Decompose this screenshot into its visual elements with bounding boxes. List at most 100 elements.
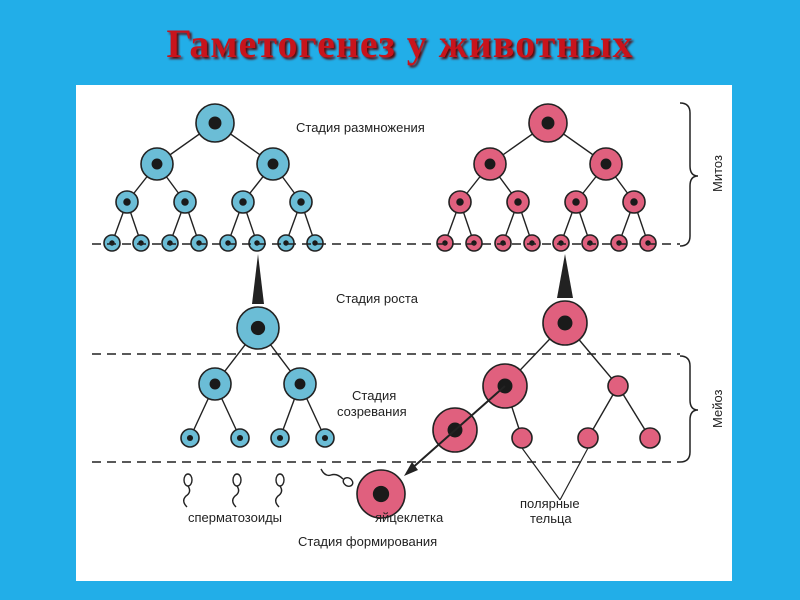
female-polar-body bbox=[607, 375, 629, 397]
spermatozoon bbox=[275, 473, 285, 508]
nucleus bbox=[630, 198, 638, 206]
nucleus bbox=[236, 434, 244, 442]
male-cell-level-3 bbox=[289, 190, 313, 214]
cell-body bbox=[607, 375, 629, 397]
nucleus bbox=[321, 434, 329, 442]
nucleus bbox=[239, 198, 247, 206]
nucleus bbox=[529, 240, 535, 246]
nucleus bbox=[558, 240, 564, 246]
male-cell-level-1 bbox=[195, 103, 235, 143]
male-cell-level-4 bbox=[132, 234, 150, 252]
nucleus bbox=[267, 158, 279, 170]
male-secondary-cell bbox=[198, 367, 232, 401]
male-cell-level-4 bbox=[161, 234, 179, 252]
brace-mitosis bbox=[679, 102, 699, 247]
male-large-cell bbox=[236, 306, 280, 350]
nucleus bbox=[196, 240, 202, 246]
nucleus bbox=[186, 434, 194, 442]
female-cell-level-2 bbox=[473, 147, 507, 181]
female-polar-body bbox=[639, 427, 661, 449]
male-cell-level-4 bbox=[219, 234, 237, 252]
spermatozoon bbox=[320, 468, 354, 487]
nucleus bbox=[372, 485, 390, 503]
polar-pointer-1 bbox=[521, 447, 561, 501]
label-polar-bodies-2: тельца bbox=[530, 511, 572, 526]
sperm-head bbox=[342, 477, 354, 487]
male-cell-level-2 bbox=[140, 147, 174, 181]
nucleus bbox=[123, 198, 131, 206]
nucleus bbox=[616, 240, 622, 246]
nucleus bbox=[312, 240, 318, 246]
label-stage-maturation-1: Стадия bbox=[352, 388, 396, 403]
label-meiosis: Мейоз bbox=[710, 389, 725, 428]
sperm-tail bbox=[275, 485, 283, 508]
polar-pointer-2 bbox=[559, 447, 589, 501]
label-spermatozoa: сперматозоиды bbox=[188, 510, 282, 525]
nucleus bbox=[471, 240, 477, 246]
nucleus bbox=[109, 240, 115, 246]
label-stage-formation: Стадия формирования bbox=[298, 534, 437, 549]
sperm-head bbox=[275, 473, 285, 487]
female-cell-level-4 bbox=[581, 234, 599, 252]
brace-meiosis bbox=[679, 355, 699, 463]
female-cell-level-3 bbox=[506, 190, 530, 214]
nucleus bbox=[209, 378, 221, 390]
female-polar-body bbox=[577, 427, 599, 449]
female-cell-level-1 bbox=[528, 103, 568, 143]
nucleus bbox=[276, 434, 284, 442]
nucleus bbox=[283, 240, 289, 246]
male-cell-level-3 bbox=[115, 190, 139, 214]
male-spermatid bbox=[180, 428, 200, 448]
female-cell-level-4 bbox=[523, 234, 541, 252]
egg-cell bbox=[356, 469, 406, 519]
nucleus bbox=[297, 198, 305, 206]
female-cell-level-3 bbox=[448, 190, 472, 214]
label-mitosis: Митоз bbox=[710, 155, 725, 192]
male-cell-level-3 bbox=[173, 190, 197, 214]
nucleus bbox=[645, 240, 651, 246]
label-stage-growth: Стадия роста bbox=[336, 291, 419, 306]
cell-body bbox=[577, 427, 599, 449]
male-spermatid bbox=[270, 428, 290, 448]
sperm-tail bbox=[232, 485, 240, 508]
sperm-head bbox=[183, 473, 193, 487]
nucleus bbox=[250, 320, 266, 336]
nucleus bbox=[572, 198, 580, 206]
male-cell-level-2 bbox=[256, 147, 290, 181]
cell-body bbox=[639, 427, 661, 449]
female-cell-level-3 bbox=[564, 190, 588, 214]
female-large-cell bbox=[542, 300, 588, 346]
label-stage-maturation-2: созревания bbox=[337, 404, 407, 419]
female-cell-level-4 bbox=[639, 234, 657, 252]
male-cell-level-4 bbox=[248, 234, 266, 252]
female-cell-level-2 bbox=[589, 147, 623, 181]
nucleus bbox=[254, 240, 260, 246]
female-cell-level-4 bbox=[552, 234, 570, 252]
female-cell-level-4 bbox=[436, 234, 454, 252]
label-polar-bodies-1: полярные bbox=[520, 496, 580, 511]
male-secondary-cell bbox=[283, 367, 317, 401]
female-cell-level-4 bbox=[465, 234, 483, 252]
female-cell-level-4 bbox=[610, 234, 628, 252]
nucleus bbox=[181, 198, 189, 206]
nucleus bbox=[442, 240, 448, 246]
female-cell-level-3 bbox=[622, 190, 646, 214]
cell-body bbox=[511, 427, 533, 449]
slide-title: Гаметогенез у животных bbox=[166, 21, 634, 66]
label-stage-reproduction: Стадия размножения bbox=[296, 120, 425, 135]
nucleus bbox=[500, 240, 506, 246]
male-cell-level-4 bbox=[306, 234, 324, 252]
nucleus bbox=[557, 315, 573, 331]
nucleus bbox=[294, 378, 306, 390]
egg-arrow bbox=[409, 385, 506, 471]
nucleus bbox=[484, 158, 496, 170]
sperm-tail bbox=[183, 485, 191, 508]
spermatozoon bbox=[183, 473, 193, 508]
egg-arrow-head bbox=[404, 462, 418, 476]
label-egg-cell: яйцеклетка bbox=[375, 510, 444, 525]
nucleus bbox=[167, 240, 173, 246]
nucleus bbox=[600, 158, 612, 170]
male-spermatid bbox=[315, 428, 335, 448]
nucleus bbox=[208, 116, 222, 130]
